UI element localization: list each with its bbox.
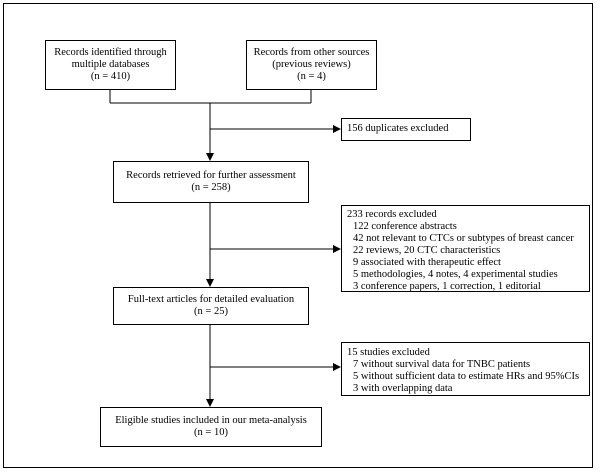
eligible-studies-box: Eligible studies included in our meta-an…	[100, 407, 322, 447]
excluded-item: 5 without sufficient data to estimate HR…	[353, 371, 580, 382]
records-databases-box: Records identified through multiple data…	[45, 40, 176, 90]
box-line: (n = 10)	[194, 427, 228, 438]
excluded-item: 42 not relevant to CTCs or subtypes of b…	[353, 233, 574, 244]
records-retrieved-box: Records retrieved for further assessment…	[113, 161, 309, 203]
duplicates-excluded-box: 156 duplicates excluded	[341, 118, 471, 141]
excluded-item: 5 methodologies, 4 notes, 4 experimental…	[353, 269, 558, 280]
box-line: Records from other sources	[253, 47, 370, 58]
diagram-frame	[3, 3, 593, 468]
box-line: Records retrieved for further assessment	[126, 170, 296, 181]
box-line: Full-text articles for detailed evaluati…	[127, 294, 295, 305]
box-line: multiple databases	[71, 59, 150, 70]
excluded-item: 3 with overlapping data	[353, 383, 453, 394]
full-text-articles-box: Full-text articles for detailed evaluati…	[113, 287, 309, 325]
excluded-item: 22 reviews, 20 CTC characteristics	[353, 245, 501, 256]
box-line: (n = 258)	[191, 182, 231, 193]
box-line: Records identified through	[54, 47, 167, 58]
box-line: (n = 4)	[297, 71, 326, 82]
excluded-item: 3 conference papers, 1 correction, 1 edi…	[353, 281, 541, 292]
records-excluded-box: 233 records excluded 122 conference abst…	[341, 205, 590, 292]
excluded-item: 9 associated with therapeutic effect	[353, 257, 501, 268]
records-other-sources-box: Records from other sources (previous rev…	[246, 40, 377, 90]
excluded-title: 15 studies excluded	[347, 347, 430, 358]
box-line: Eligible studies included in our meta-an…	[115, 415, 307, 426]
excluded-item: 122 conference abstracts	[353, 221, 457, 232]
excluded-item: 7 without survival data for TNBC patient…	[353, 359, 531, 370]
box-line: (previous reviews)	[272, 59, 351, 70]
box-line: (n = 25)	[194, 306, 228, 317]
excluded-title: 233 records excluded	[347, 209, 437, 220]
box-line: (n = 410)	[90, 71, 131, 82]
studies-excluded-box: 15 studies excluded 7 without survival d…	[341, 342, 590, 396]
box-line: 156 duplicates excluded	[347, 123, 449, 134]
